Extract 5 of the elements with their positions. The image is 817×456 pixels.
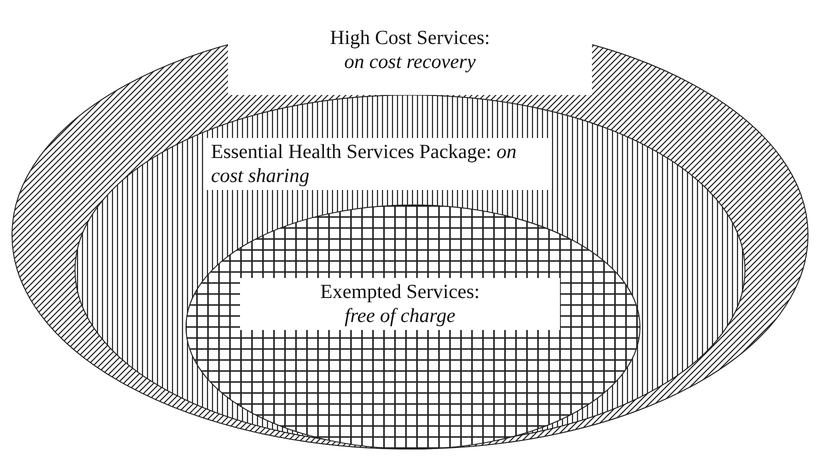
service-tier-title: Exempted Services: xyxy=(319,280,481,304)
service-tier-title: High Cost Services: xyxy=(329,26,491,50)
service-tier-title: Essential Health Services Package: on cost sharing xyxy=(211,140,518,188)
payment-note: on cost recovery xyxy=(343,50,477,74)
payment-note: free of charge xyxy=(344,304,456,328)
